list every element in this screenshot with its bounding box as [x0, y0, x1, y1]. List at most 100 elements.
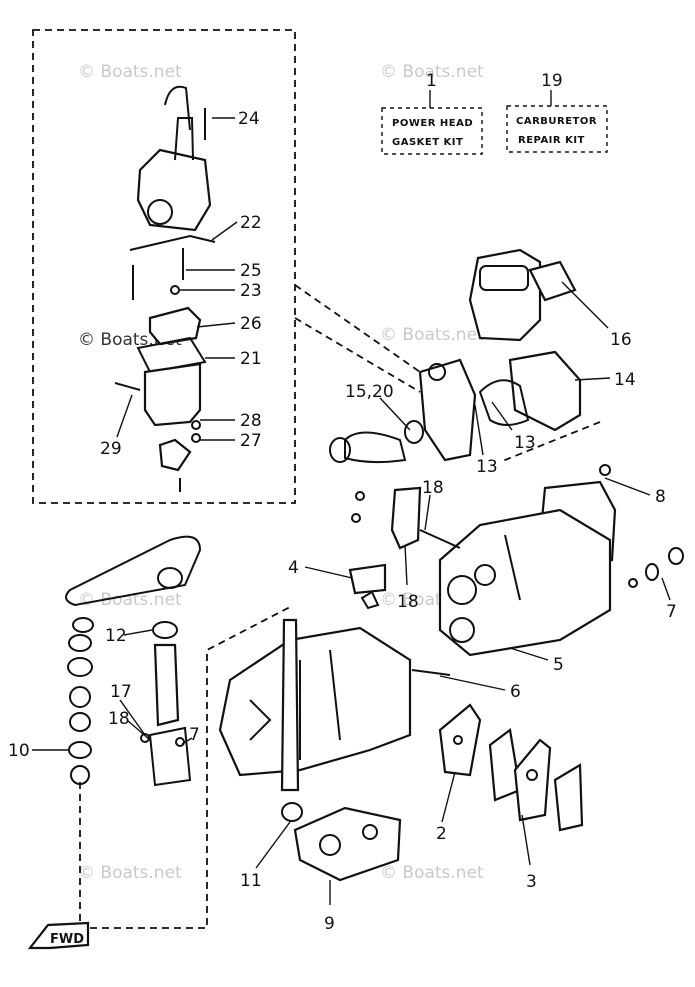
svg-text:19: 19: [541, 71, 563, 91]
watermark: © Boats.net: [78, 863, 182, 883]
svg-text:13: 13: [514, 433, 536, 453]
callout-8: 8: [604, 477, 666, 507]
float: [148, 306, 202, 346]
svg-text:22: 22: [240, 213, 262, 233]
callout-12: 12: [105, 626, 153, 646]
svg-text:7: 7: [189, 725, 200, 745]
callout-23: 23: [180, 281, 262, 301]
callout-13-lower: 13: [474, 404, 498, 477]
lower-group-outline: [79, 606, 291, 929]
svg-text:5: 5: [553, 655, 564, 675]
svg-text:25: 25: [240, 261, 262, 281]
svg-text:CARBURETOR: CARBURETOR: [516, 116, 597, 127]
svg-text:16: 16: [610, 330, 632, 350]
svg-text:3: 3: [526, 872, 537, 892]
svg-text:8: 8: [655, 487, 666, 507]
svg-text:14: 14: [614, 370, 636, 390]
callout-10: 10: [8, 741, 68, 761]
carburetor-group-outline: [32, 29, 296, 504]
svg-text:18: 18: [422, 478, 444, 498]
float-chamber: [114, 362, 202, 427]
svg-text:FWD: FWD: [50, 932, 84, 947]
svg-text:2: 2: [436, 824, 447, 844]
bearing-stack: [67, 617, 94, 785]
callout-7-right: 7: [661, 577, 677, 622]
svg-text:26: 26: [240, 314, 262, 334]
carburetor-assembly: [129, 85, 216, 300]
callout-13-upper: 13: [491, 401, 536, 453]
callout-27: 27: [200, 431, 262, 451]
svg-text:18: 18: [397, 592, 419, 612]
callout-14: 14: [574, 370, 636, 390]
callout-15-20: 15,20: [345, 382, 411, 431]
svg-text:9: 9: [324, 914, 335, 934]
drain-screw: [158, 420, 201, 492]
exhaust-outer-cover: [553, 763, 584, 832]
svg-text:18: 18: [108, 709, 130, 729]
callout-29: 29: [100, 394, 133, 459]
callout-18-upper: 18: [422, 478, 444, 531]
intake-pipe: [351, 486, 461, 550]
intake-elbow: [329, 358, 477, 464]
watermark: © Boats.net: [78, 590, 182, 610]
svg-text:17: 17: [110, 682, 132, 702]
svg-text:6: 6: [510, 682, 521, 702]
watermark: © Boats.net: [380, 62, 484, 82]
float-chamber-gasket: [136, 336, 207, 374]
exhaust-cover-gasket: [438, 703, 482, 777]
cylinder-cover: [468, 248, 542, 342]
exhaust-manifold: [478, 350, 582, 432]
callout-2: 2: [436, 771, 456, 844]
svg-text:15,20: 15,20: [345, 382, 394, 402]
svg-text:4: 4: [288, 558, 299, 578]
callout-21: 21: [205, 349, 262, 369]
watermark: © Boats.net: [380, 863, 484, 883]
callout-18-lower: 18: [108, 709, 151, 741]
watermark: © Boats.net: [380, 325, 484, 345]
svg-text:21: 21: [240, 349, 262, 369]
exhaust-outer-gasket: [513, 738, 552, 822]
callout-3: 3: [521, 814, 537, 892]
cylinder-block: [438, 508, 612, 657]
oil-seal: [281, 802, 303, 822]
carburetor-repair-kit-label: 19 CARBURETOR REPAIR KIT: [506, 71, 608, 153]
svg-text:REPAIR KIT: REPAIR KIT: [518, 135, 585, 146]
svg-text:1: 1: [426, 71, 437, 91]
svg-text:24: 24: [238, 109, 260, 129]
exhaust-cover: [488, 728, 522, 802]
svg-text:12: 12: [105, 626, 127, 646]
callout-26: 26: [196, 314, 262, 334]
forward-direction-arrow: FWD: [27, 921, 90, 950]
crankcase: [218, 618, 412, 792]
svg-text:GASKET KIT: GASKET KIT: [392, 137, 463, 148]
cover-gasket: [528, 260, 577, 302]
power-head-gasket-kit-label: 1 POWER HEAD GASKET KIT: [381, 71, 483, 155]
callout-6: 6: [439, 675, 521, 702]
callout-22: 22: [211, 213, 262, 241]
plug-seal: [628, 547, 684, 588]
base-gasket: [293, 806, 402, 882]
crankshaft: [140, 621, 192, 787]
callout-24: 24: [212, 109, 260, 129]
reed-valve-gasket: [348, 563, 387, 610]
callout-4: 4: [288, 558, 353, 579]
watermark: © Boats.net: [78, 62, 182, 82]
svg-text:27: 27: [240, 431, 262, 451]
callout-16: 16: [561, 281, 632, 350]
svg-text:23: 23: [240, 281, 262, 301]
crankcase-bolt: [411, 669, 451, 676]
callout-25: 25: [186, 261, 262, 281]
callout-9: 9: [324, 880, 335, 934]
callout-28: 28: [200, 411, 262, 431]
starter-rope-belt: [65, 535, 202, 607]
svg-text:7: 7: [666, 602, 677, 622]
callout-11: 11: [240, 821, 291, 891]
svg-text:11: 11: [240, 871, 262, 891]
svg-text:13: 13: [476, 457, 498, 477]
svg-text:10: 10: [8, 741, 30, 761]
callout-18-middle: 18: [397, 544, 419, 612]
intake-connection-line: [499, 421, 601, 463]
svg-text:29: 29: [100, 439, 122, 459]
callout-17: 17: [110, 682, 146, 736]
